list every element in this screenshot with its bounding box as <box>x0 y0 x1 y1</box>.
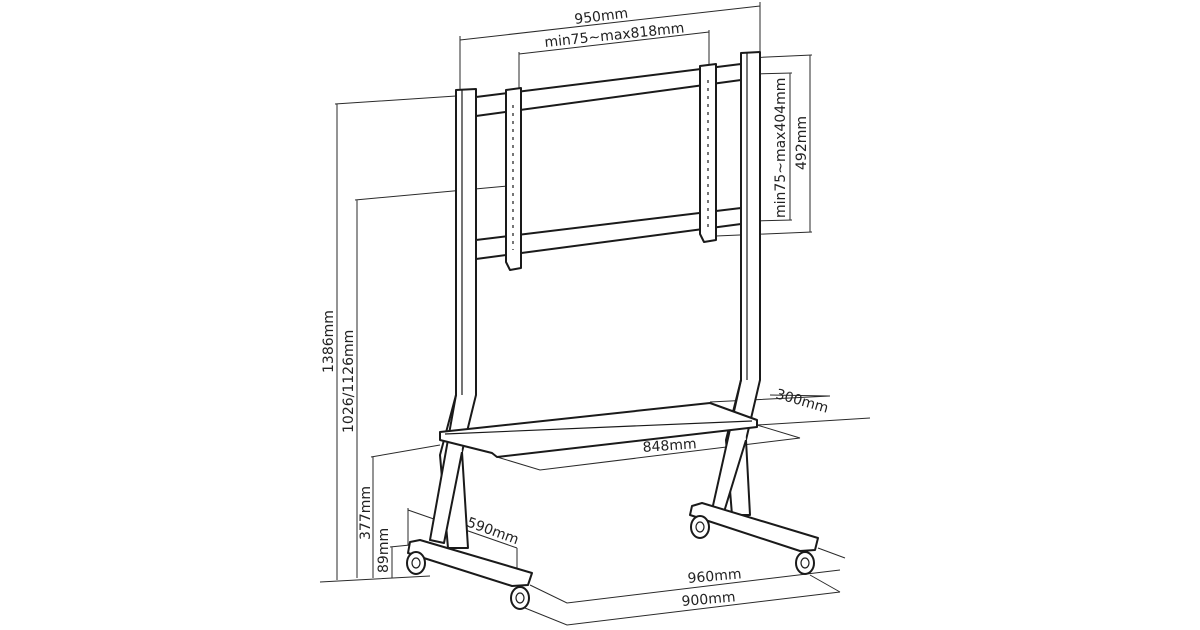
label-bracket-height: 492mm <box>794 116 810 170</box>
crossbars <box>475 63 742 260</box>
wheel-icon <box>690 515 710 539</box>
label-shelf-height: 377mm <box>358 486 374 540</box>
label-overall-width: 950mm <box>574 6 630 28</box>
label-base-height: 89mm <box>376 528 392 573</box>
wheel-icon <box>406 551 426 575</box>
wheel-icon <box>510 586 530 610</box>
vesa-brackets <box>505 63 717 271</box>
label-base-width-inner: 900mm <box>681 589 736 610</box>
label-vesa-horizontal: min75~max818mm <box>544 20 685 51</box>
label-overall-height: 1386mm <box>321 310 337 373</box>
left-upright <box>429 88 477 549</box>
shelf <box>439 402 758 458</box>
label-base-depth: 590mm <box>465 515 521 549</box>
right-base <box>689 502 819 552</box>
label-mount-height: 1026/1126mm <box>341 330 357 433</box>
label-shelf-depth: 300mm <box>774 386 830 416</box>
left-base <box>407 539 533 587</box>
label-vesa-vertical: min75~max404mm <box>773 78 789 218</box>
right-upright <box>711 51 761 516</box>
wheel-icon <box>795 551 815 575</box>
label-base-width-outer: 960mm <box>687 566 742 587</box>
label-shelf-width: 848mm <box>642 436 697 456</box>
caster-wheels <box>406 515 815 610</box>
